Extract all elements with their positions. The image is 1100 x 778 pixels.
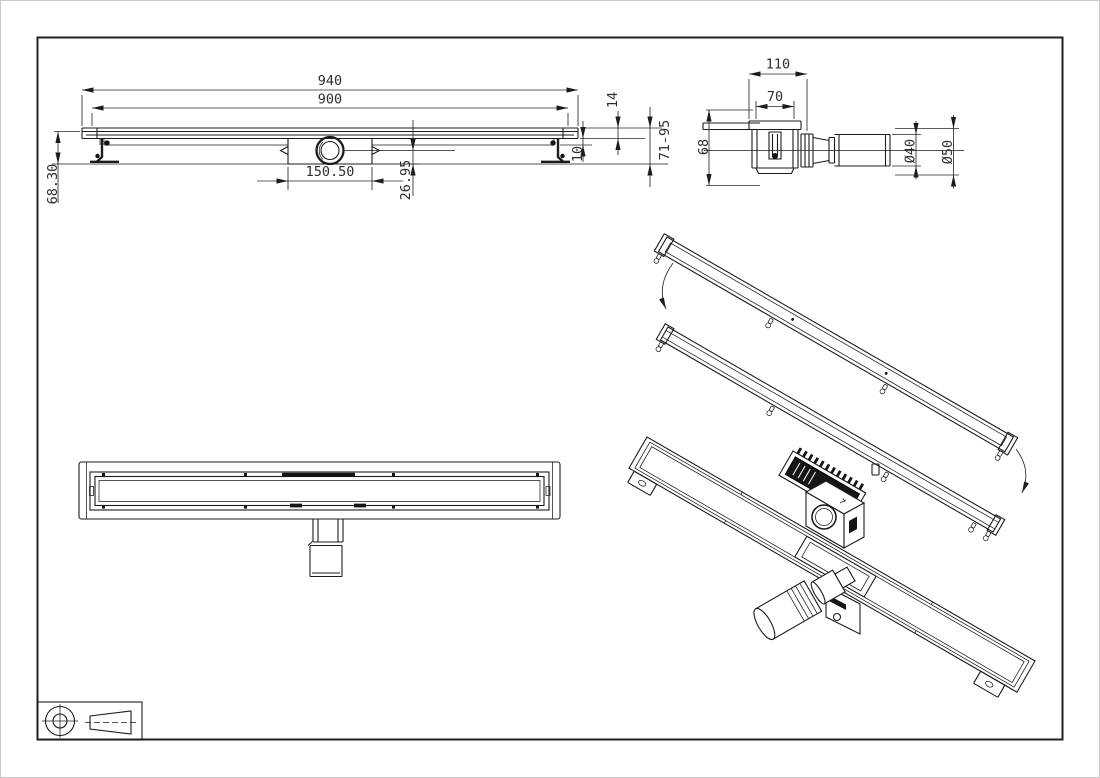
- dim-adjustable-height: 71-95: [657, 120, 673, 161]
- channel-foot-left: [627, 470, 657, 496]
- plan-view: [78, 461, 561, 578]
- dim-grate-length: 900: [318, 92, 342, 108]
- dim-coupling-diameter: Ø50: [940, 140, 956, 164]
- side-view: 110 70 68 Ø40 Ø50: [696, 57, 964, 189]
- projection-symbol: [36, 701, 143, 741]
- drawing-border: [36, 36, 1064, 741]
- dim-trap-depth: 26.95: [398, 160, 414, 201]
- dim-outlet-diameter: Ø40: [903, 139, 919, 163]
- outlet-pipe-side: [800, 133, 891, 168]
- clip-part: [871, 463, 880, 476]
- front-view: 940 900 150.50 26.95 68.30 14 10: [45, 73, 673, 204]
- exploded-view: [627, 232, 1036, 698]
- plate-pegs: [655, 341, 992, 541]
- frame-pegs: [653, 253, 1003, 461]
- cover-plate: [655, 322, 1006, 541]
- left-foot-bracket: [90, 139, 119, 163]
- siphon: [804, 480, 866, 549]
- dim-grate-frame-height: 14: [605, 92, 621, 108]
- dim-overall-length: 940: [318, 73, 342, 89]
- outlet-pipe-exploded: [753, 566, 856, 641]
- outlet-pipe-plan: [307, 519, 344, 578]
- dim-trap-length: 150.50: [306, 164, 355, 180]
- dim-end-height: 68.30: [45, 164, 61, 205]
- dim-overall-depth: 110: [766, 57, 790, 73]
- dim-body-height: 68: [696, 139, 712, 155]
- flip-arrow-right: [1015, 448, 1029, 494]
- dim-lip-height: 10: [570, 146, 586, 162]
- channel-foot-right: [973, 670, 1006, 698]
- projection-cone-icon: [89, 710, 132, 735]
- dim-flange-width: 70: [767, 89, 783, 105]
- right-foot-bracket: [541, 139, 570, 163]
- flow-arrow-mark: [839, 497, 847, 504]
- outlet-housing: [825, 585, 861, 635]
- flip-arrow-left: [659, 262, 674, 310]
- grate-slot: [282, 472, 355, 477]
- drain-trap: [279, 135, 455, 166]
- grate-frame: [653, 232, 1019, 461]
